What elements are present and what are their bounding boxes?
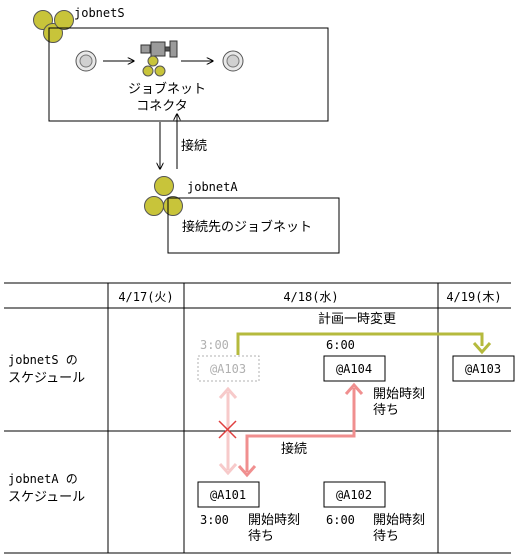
jobnet-s-icon — [33, 10, 74, 43]
jobnet-a-label: jobnetA — [187, 180, 238, 194]
wait-label-a104-line1: 開始時刻 — [373, 387, 425, 402]
plan-change-arrow — [236, 332, 492, 355]
wait-label-a102-line2: 待ち — [373, 529, 399, 544]
schedule-table — [4, 282, 511, 554]
row-label-jobnet-a-line1: jobnetA の — [8, 472, 78, 486]
schedule-a104-label: @A104 — [336, 362, 372, 376]
plan-change-label: 計画一時変更 — [318, 311, 396, 327]
wait-label-a102-line1: 開始時刻 — [373, 513, 425, 528]
cross-mark-icon — [218, 420, 237, 439]
date-header-0419: 4/19(木) — [446, 290, 501, 304]
jobnet-a-box-label: 接続先のジョブネット — [182, 219, 312, 235]
connector-label-line1: ジョブネット — [128, 81, 206, 97]
date-header-0417: 4/17(火) — [118, 290, 173, 304]
time-3-00-a: 3:00 — [200, 513, 229, 527]
schedule-a101 — [197, 481, 260, 508]
faded-time-3-00: 3:00 — [200, 338, 229, 352]
row-label-jobnet-s-line1: jobnetS の — [8, 353, 78, 367]
schedule-a101-label: @A101 — [210, 488, 246, 502]
connect-label-top: 接続 — [181, 138, 207, 154]
time-6-00-a: 6:00 — [326, 513, 355, 527]
faded-schedule-a103-label: @A103 — [210, 362, 246, 376]
jobnet-s-box — [48, 27, 329, 122]
connect-label-table: 接続 — [281, 441, 307, 457]
jobnet-connector-icon — [140, 40, 178, 77]
schedule-a104 — [323, 355, 386, 382]
end-node-icon — [222, 50, 244, 72]
jobnet-s-label: jobnetS — [74, 6, 125, 20]
date-header-0418: 4/18(水) — [283, 290, 338, 304]
row-label-jobnet-s-line2: スケジュール — [8, 371, 85, 386]
jobnet-a-icon — [144, 176, 183, 216]
wait-label-a101-line1: 開始時刻 — [248, 513, 300, 528]
jobnet-a-box — [167, 197, 340, 254]
faded-schedule-a103 — [197, 355, 260, 382]
schedule-a102-label: @A102 — [336, 488, 372, 502]
schedule-a102 — [323, 481, 386, 508]
schedule-a103-moved-label: @A103 — [465, 362, 501, 376]
wait-label-a104-line2: 待ち — [373, 403, 399, 418]
start-node-icon — [75, 50, 97, 72]
time-6-00-s: 6:00 — [326, 338, 355, 352]
row-label-jobnet-a-line2: スケジュール — [8, 490, 85, 505]
connector-label-line2: コネクタ — [136, 99, 187, 114]
schedule-a103-moved — [452, 355, 515, 382]
connection-arrow — [237, 382, 364, 478]
wait-label-a101-line2: 待ち — [248, 529, 274, 544]
